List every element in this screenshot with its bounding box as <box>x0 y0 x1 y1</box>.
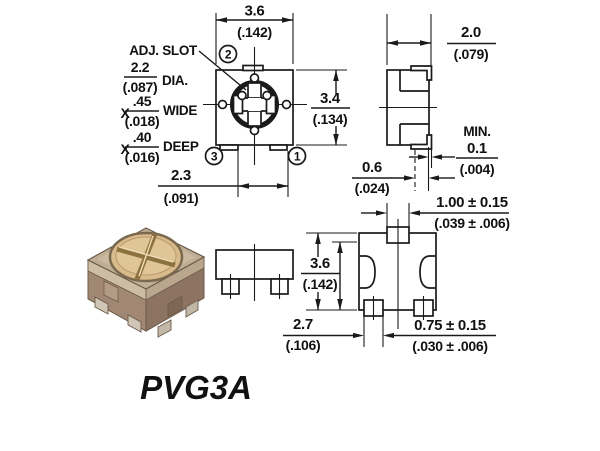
bottom-view: 1.00 ± 0.15 (.039 ± .006) 3.6 (.142) 2.7… <box>283 194 510 354</box>
slot-wide-label: WIDE <box>163 103 197 118</box>
terminal-1-balloon: 1 <box>287 146 307 166</box>
slot-spec-deep: X .40 (.016) DEEP <box>120 129 199 165</box>
rotor-dot-left <box>237 90 247 101</box>
slot-deep-x: X <box>120 141 130 157</box>
slot-spec-dia: 2.2 (.087) DIA. <box>123 59 189 95</box>
dim-side-width-in: (.079) <box>454 46 489 62</box>
slot-dia-in: (.087) <box>123 79 158 95</box>
terminal-3-balloon: 3 <box>204 146 224 166</box>
terminal-tab <box>157 319 172 338</box>
dim-top-width-in: (.142) <box>237 24 272 40</box>
bottom-body-in: (.106) <box>286 337 321 353</box>
foot-mm: 0.6 <box>362 159 382 176</box>
adjustment-cross-slot <box>232 82 277 127</box>
rotor-dot-right <box>262 90 272 101</box>
dim-top-height-mm: 3.4 <box>320 90 341 107</box>
slot-wide-mm: .45 <box>133 93 152 109</box>
dim-terminal-pitch: 2.3 (.091) <box>158 151 289 206</box>
side-terminal-bottom <box>410 134 433 150</box>
foot-in: (.024) <box>355 180 390 196</box>
dim-standoff: MIN. 0.1 (.004) <box>409 124 498 191</box>
slot-wide-in: (.018) <box>125 113 160 129</box>
slot-spec-wide: X .45 (.018) WIDE <box>120 93 197 129</box>
top-pad-mm: 1.00 ± 0.15 <box>436 194 508 211</box>
bottom-pad-in: (.030 ± .006) <box>412 338 487 354</box>
slot-dia-label: DIA. <box>162 73 188 88</box>
dim-top-height-in: (.134) <box>313 111 348 127</box>
dim-side-width-mm: 2.0 <box>461 24 481 41</box>
terminal-2-number: 2 <box>225 48 232 62</box>
terminal-2-balloon: 2 <box>218 44 238 64</box>
body-dot-left <box>217 99 228 110</box>
slot-deep-label: DEEP <box>163 139 199 154</box>
terminal-tab <box>94 296 109 315</box>
bottom-recess-right <box>419 255 436 289</box>
bottom-recess-left <box>359 255 376 289</box>
top-view: 3.6 (.142) 3.4 (.134) 2.3 (.091) ADJ. S <box>120 3 350 206</box>
rotor-3d <box>108 231 184 283</box>
dim-foot: 0.6 (.024) <box>352 159 455 196</box>
slot-wide-x: X <box>120 105 130 121</box>
dim-bottom-height: 3.6 (.142) <box>301 232 357 311</box>
dim-top-pad: 1.00 ± 0.15 (.039 ± .006) <box>361 194 510 231</box>
rotor-dot-top <box>249 73 260 83</box>
standoff-mm: 0.1 <box>467 140 487 157</box>
terminal-tab <box>185 299 199 318</box>
bottom-pad-mm: 0.75 ± 0.15 <box>414 317 486 334</box>
adj-slot-leader <box>198 50 247 91</box>
top-pad-in: (.039 ± .006) <box>434 215 509 231</box>
dim-bottom-body: 2.7 (.106) <box>286 242 343 353</box>
standoff-min-label: MIN. <box>463 124 490 139</box>
standoff-in: (.004) <box>460 161 495 177</box>
dim-pitch-mm: 2.3 <box>171 167 191 184</box>
body-dot-right <box>281 99 292 110</box>
slot-deep-in: (.016) <box>125 149 160 165</box>
bottom-body-mm: 2.7 <box>293 316 313 333</box>
bottom-height-in: (.142) <box>303 276 338 292</box>
rotor-dot-bottom <box>249 125 260 136</box>
slot-dia-mm: 2.2 <box>131 59 150 75</box>
side-terminal-top <box>410 65 433 81</box>
slot-deep-mm: .40 <box>133 129 152 145</box>
dim-top-width-mm: 3.6 <box>245 3 265 20</box>
bottom-height-mm: 3.6 <box>310 255 330 272</box>
side-view: 2.0 (.079) MIN. 0.1 (.004) 0.6 (.024) <box>352 14 498 196</box>
terminal-1-number: 1 <box>294 150 301 164</box>
terminal-tab <box>127 314 142 333</box>
adj-slot-label: ADJ. SLOT <box>129 43 198 58</box>
dim-top-height: 3.4 (.134) <box>296 69 350 146</box>
dim-top-width: 3.6 (.142) <box>215 3 294 64</box>
dim-bottom-pad: 0.75 ± 0.15 (.030 ± .006) <box>283 313 496 354</box>
part-number-label: PVG3A <box>140 369 252 406</box>
dim-pitch-in: (.091) <box>164 190 199 206</box>
product-photo <box>86 227 206 338</box>
front-view <box>215 244 294 301</box>
terminal-3-number: 3 <box>211 150 218 164</box>
dim-side-width: 2.0 (.079) <box>386 14 496 65</box>
